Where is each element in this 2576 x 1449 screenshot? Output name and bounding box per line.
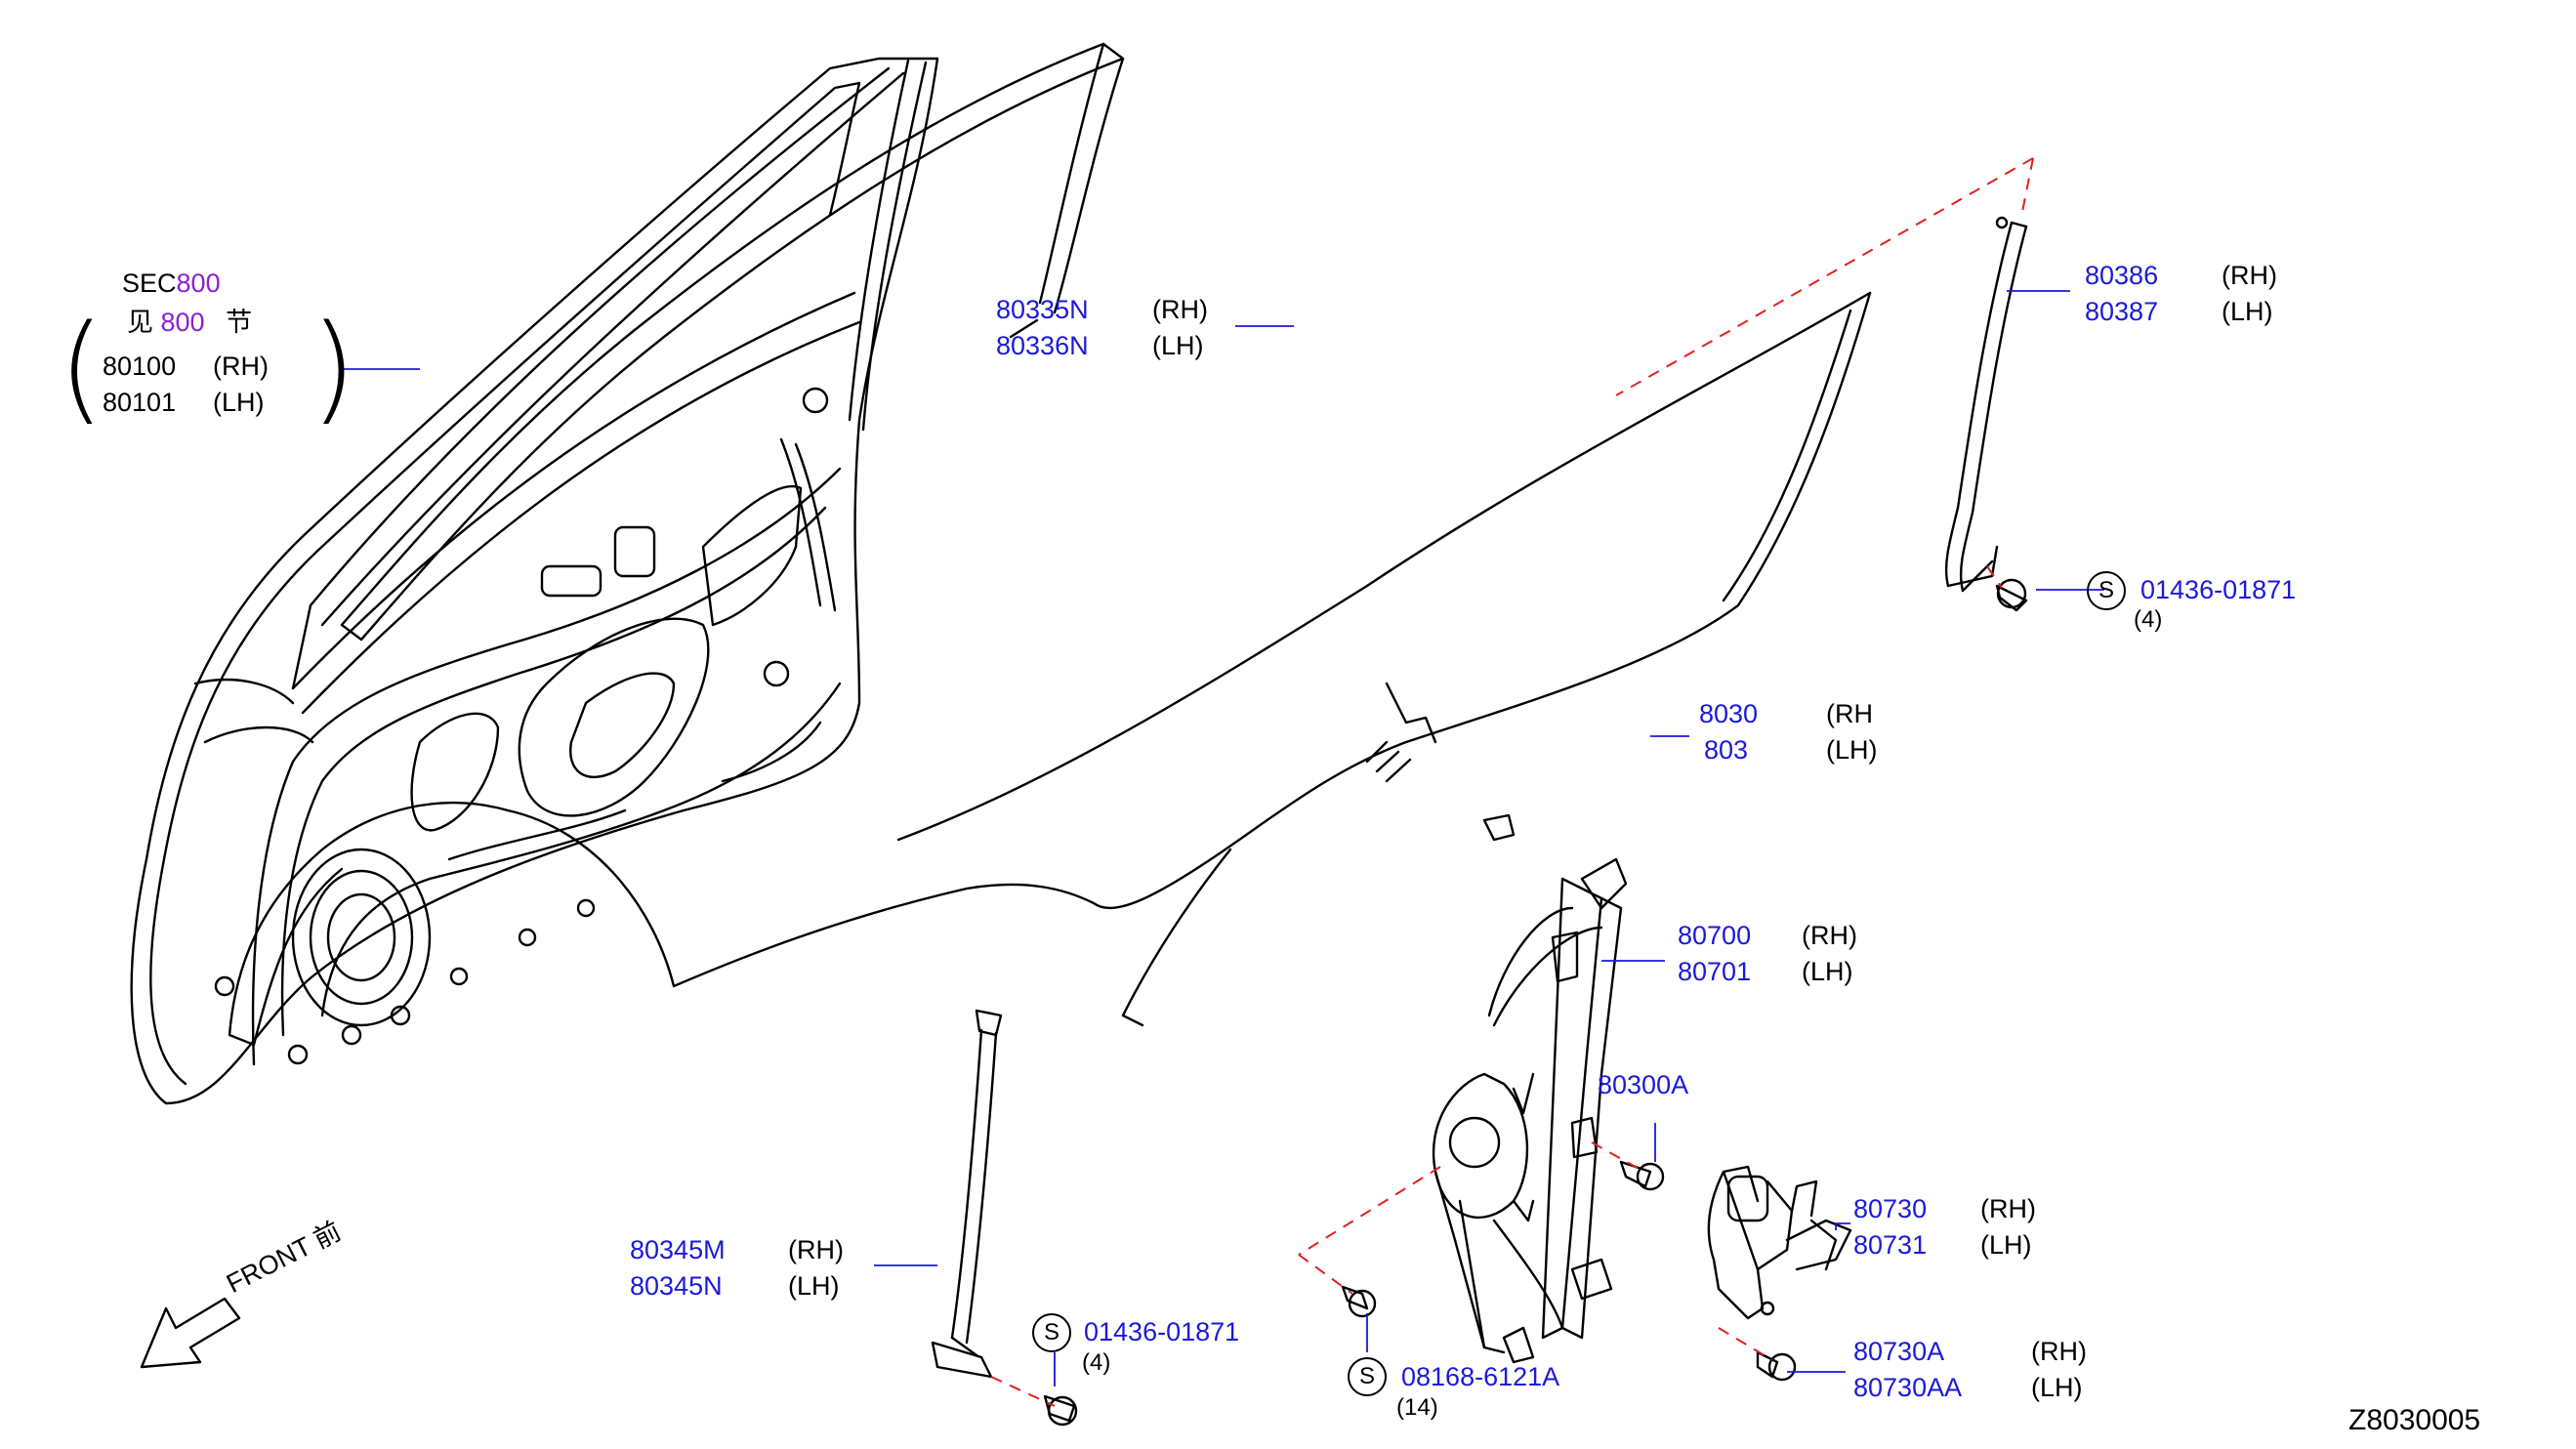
- left-bracket: (: [59, 301, 104, 436]
- rear-sash-drawing: [1944, 216, 2028, 593]
- sec-cn-suffix: 节: [226, 308, 253, 338]
- front-sash-lh-side: (LH): [788, 1271, 840, 1301]
- front-sash-rh-number[interactable]: 80345M: [630, 1235, 726, 1264]
- sec-cn-number[interactable]: 800: [160, 308, 205, 337]
- rear-sash-lh-number[interactable]: 80387: [2085, 297, 2159, 326]
- door-panel-lh-side: (LH): [213, 388, 265, 417]
- front-sash-lh-number[interactable]: 80345N: [630, 1271, 723, 1301]
- motor-screw-lh-side: (LH): [2031, 1373, 2083, 1402]
- bolt-regulator-qty: (14): [1396, 1394, 1438, 1421]
- regulator-rh-side: (RH): [1802, 921, 1857, 950]
- regulator-rh-number[interactable]: 80700: [1678, 921, 1752, 950]
- door-glass-lh-side: (LH): [1826, 735, 1878, 765]
- motor-screw-lh-number[interactable]: 80730AA: [1853, 1373, 1963, 1402]
- leader-lines: [342, 290, 2104, 1387]
- regulator-bolt-number[interactable]: 80300A: [1598, 1070, 1689, 1099]
- glass-run-rh-number[interactable]: 80335N: [996, 295, 1089, 324]
- sec-ref[interactable]: SEC800: [122, 270, 221, 297]
- sec-ref-cn[interactable]: 见 800 节: [127, 308, 253, 338]
- regulator-drawing: [1432, 857, 1628, 1364]
- glass-run-lh-number[interactable]: 80336N: [996, 331, 1089, 360]
- motor-screw-rh-number[interactable]: 80730A: [1853, 1337, 1945, 1366]
- figure-id: Z8030005: [2348, 1404, 2481, 1436]
- motor-rh-side: (RH): [1980, 1194, 2036, 1223]
- motor-rh-number[interactable]: 80730: [1853, 1194, 1928, 1223]
- regulator-lh-number[interactable]: 80701: [1678, 957, 1752, 986]
- bolt-bottom-qty: (4): [1082, 1349, 1111, 1376]
- motor-drawing: [1707, 1165, 1852, 1320]
- door-panel-rh-side: (RH): [213, 352, 269, 381]
- bolt-top-qty: (4): [2134, 606, 2163, 633]
- sec-cn-prefix: 见: [127, 308, 153, 338]
- bolt-regulator-number[interactable]: 08168-6121A: [1401, 1362, 1560, 1391]
- rear-sash-rh-side: (RH): [2222, 261, 2277, 290]
- glass-run-drawing: [340, 42, 1125, 642]
- rear-sash-lh-side: (LH): [2222, 297, 2273, 326]
- bolt-top-number[interactable]: 01436-01871: [2140, 575, 2297, 604]
- dashed-guides: [990, 157, 2034, 1407]
- sec-number[interactable]: 800: [176, 269, 221, 298]
- front-sash-rh-side: (RH): [788, 1235, 844, 1264]
- bolt-bottom-s-symbol: S: [1032, 1313, 1071, 1352]
- regulator-lh-side: (LH): [1802, 957, 1853, 986]
- door-glass-lh-number[interactable]: 803: [1704, 735, 1749, 765]
- door-glass-rh-side: (RH: [1826, 699, 1873, 728]
- door-panel-drawing: [130, 57, 939, 1105]
- right-bracket: ): [311, 301, 356, 436]
- bolts-drawing: [1043, 578, 2028, 1427]
- glass-run-lh-side: (LH): [1152, 331, 1204, 360]
- motor-lh-side: (LH): [1980, 1230, 2032, 1260]
- front-arrow-icon: [140, 1297, 241, 1369]
- sec-prefix: SEC: [122, 269, 177, 298]
- bolt-top-s-symbol: S: [2087, 571, 2126, 610]
- bolt-bottom-number[interactable]: 01436-01871: [1084, 1317, 1240, 1346]
- door-glass-drawing: [228, 291, 1872, 1047]
- door-glass-rh-number[interactable]: 8030: [1699, 699, 1759, 728]
- glass-run-rh-side: (RH): [1152, 295, 1208, 324]
- bolt-regulator-s-symbol: S: [1348, 1357, 1387, 1396]
- door-panel-rh-number[interactable]: 80100: [103, 352, 177, 381]
- motor-lh-number[interactable]: 80731: [1853, 1230, 1928, 1260]
- rear-sash-rh-number[interactable]: 80386: [2085, 261, 2159, 290]
- door-panel-lh-number[interactable]: 80101: [103, 388, 177, 417]
- motor-screw-rh-side: (RH): [2031, 1337, 2087, 1366]
- front-sash-drawing: [931, 1009, 1003, 1379]
